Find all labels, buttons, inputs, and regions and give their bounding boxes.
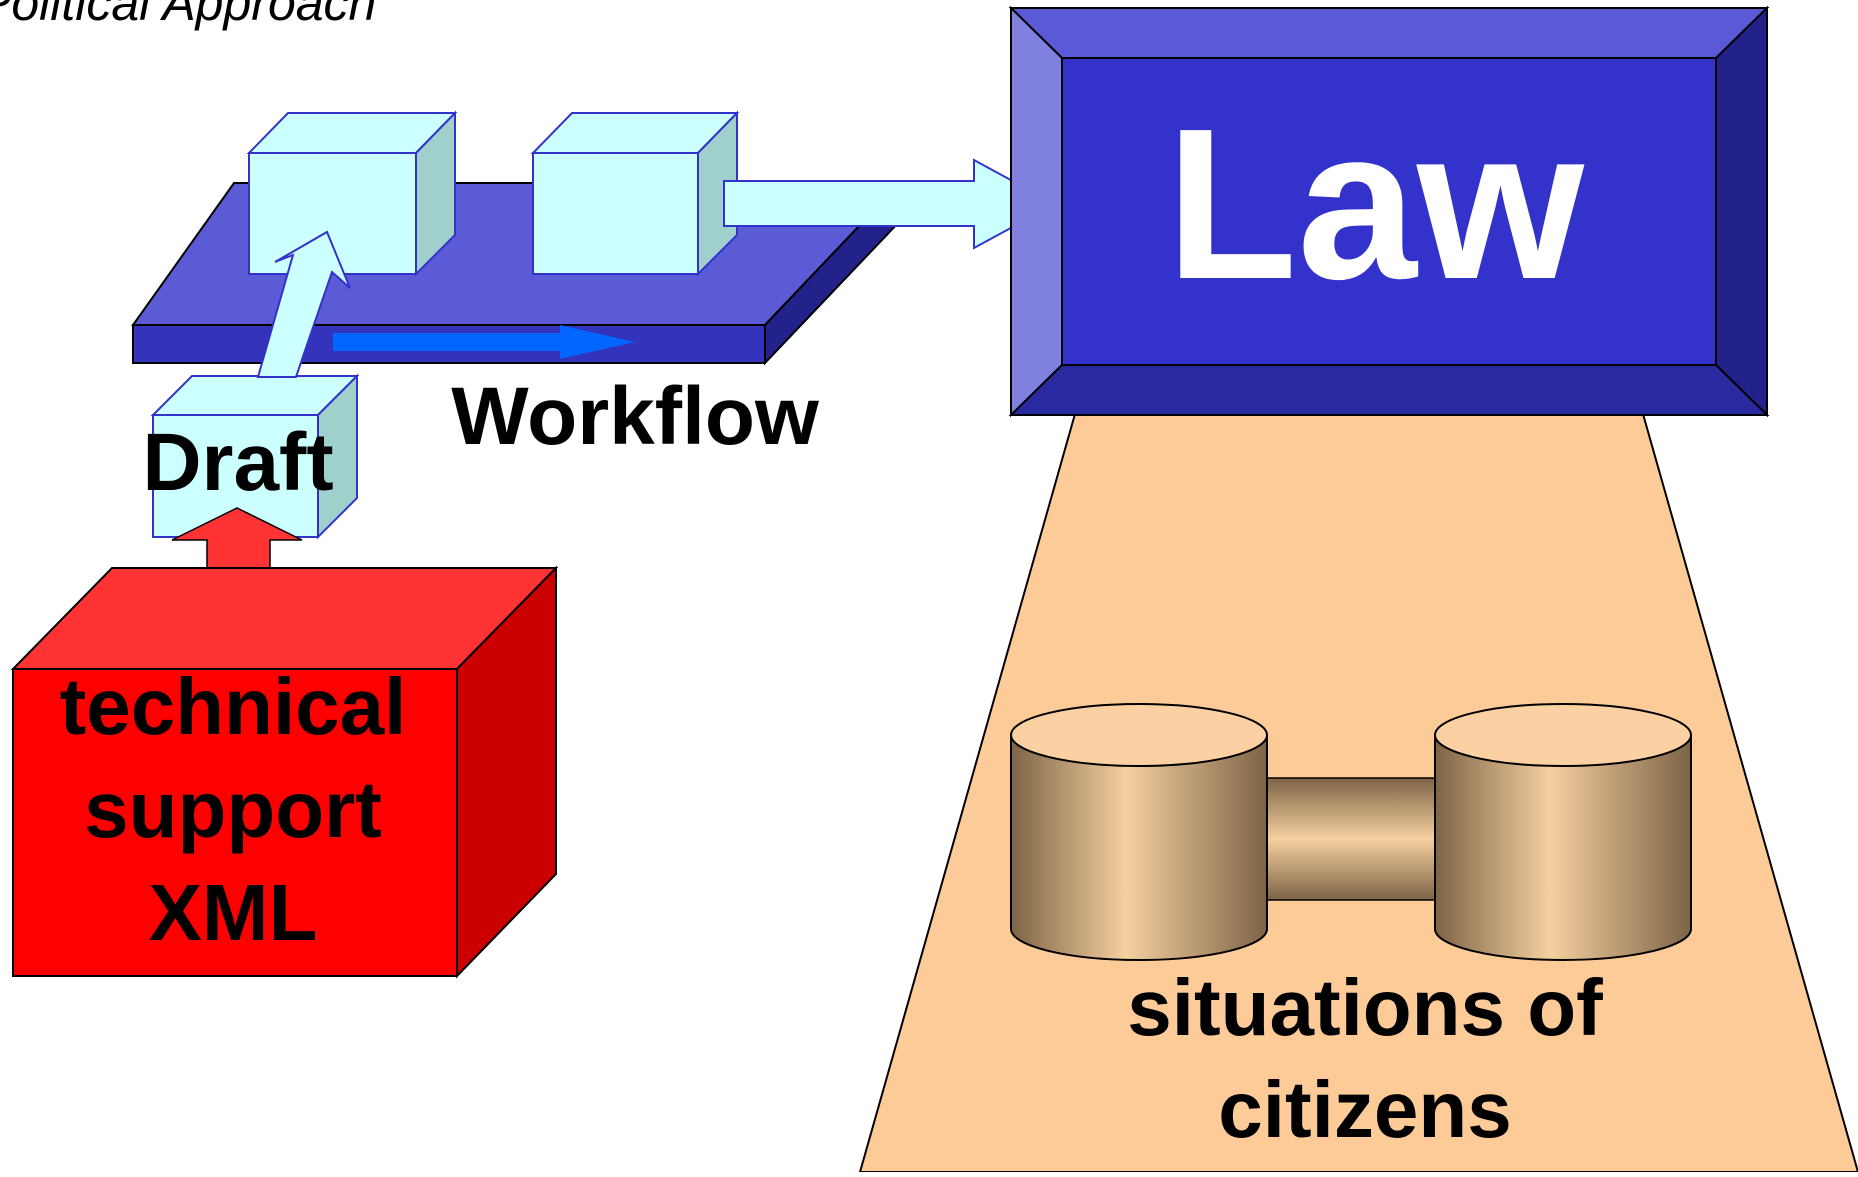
- technical-support-box: [10, 565, 559, 979]
- workflow-cube-2: [530, 110, 740, 277]
- situations-label-line2: citizens: [1218, 1065, 1511, 1154]
- workflow-arrow-icon: [333, 325, 635, 359]
- support-label-line2: support: [84, 765, 382, 854]
- law-box: [1008, 5, 1770, 418]
- workflow-cube-1: [246, 110, 458, 277]
- support-up-arrow-icon: [171, 507, 303, 571]
- law-label: Law: [1166, 83, 1585, 324]
- database-link: [1249, 777, 1451, 901]
- database-right-icon: [1434, 703, 1692, 961]
- database-left-icon: [1010, 703, 1268, 961]
- situations-label-line1: situations of: [1127, 963, 1603, 1052]
- draft-cube: [150, 373, 360, 540]
- workflow-label: Workflow: [451, 371, 819, 462]
- support-label-line3: XML: [149, 868, 318, 957]
- support-label-line1: technical: [60, 662, 407, 751]
- page-heading: Political Approach: [0, 0, 376, 31]
- draft-label: Draft: [142, 417, 333, 508]
- draft-up-arrow-icon: [256, 230, 351, 378]
